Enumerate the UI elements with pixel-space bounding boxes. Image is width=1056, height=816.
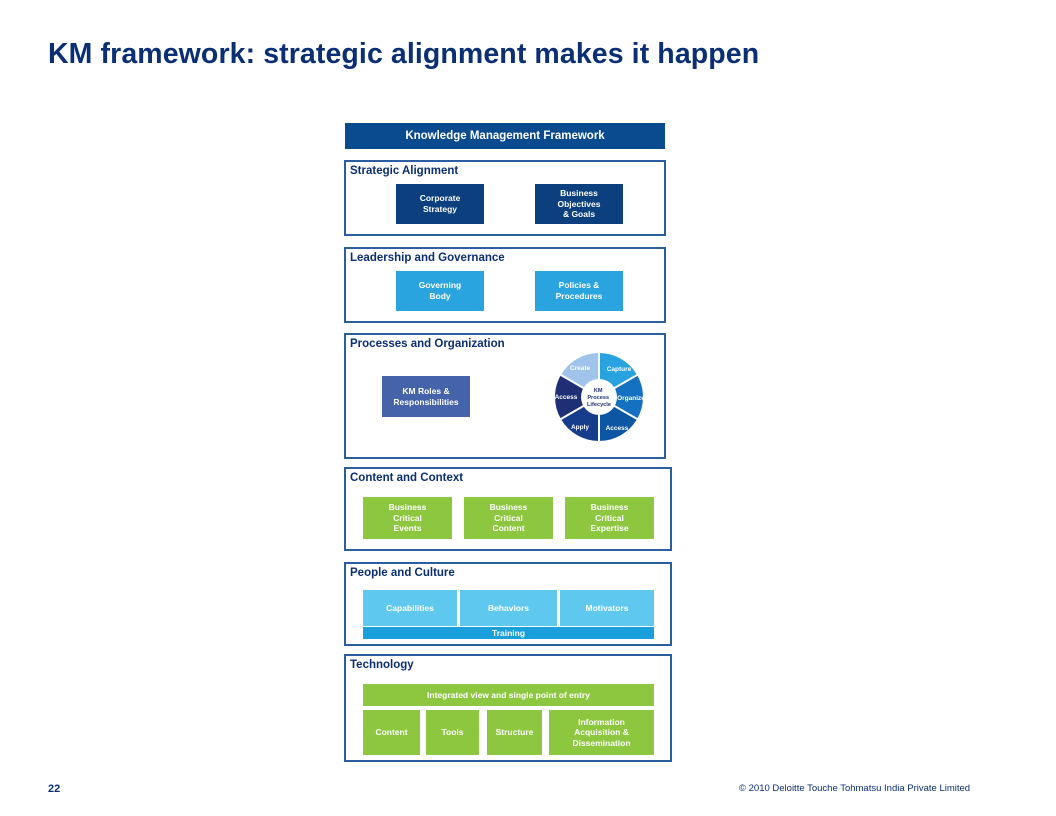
capabilities-box: Capabilities xyxy=(363,590,457,626)
content-context-section: Content and Context Business Critical Ev… xyxy=(344,467,672,551)
training-bar: Training xyxy=(363,627,654,639)
leadership-governance-section: Leadership and Governance Governing Body… xyxy=(344,247,666,323)
km-process-lifecycle-diagram: Create Capture Organize Access Apply Acc… xyxy=(555,353,645,441)
technology-title: Technology xyxy=(350,659,414,671)
critical-events-box: Business Critical Events xyxy=(363,497,452,539)
content-context-title: Content and Context xyxy=(350,472,464,484)
capture-segment xyxy=(599,353,638,390)
tech-tools-box: Tools xyxy=(426,710,479,755)
tech-structure-box: Structure xyxy=(487,710,542,755)
corporate-strategy-box: Corporate Strategy xyxy=(396,184,484,224)
copyright-notice: © 2010 Deloitte Touche Tohmatsu India Pr… xyxy=(739,783,971,794)
step-organize-label: Organize xyxy=(617,395,645,402)
business-objectives-box: Business Objectives & Goals xyxy=(535,184,623,224)
tech-content-box: Content xyxy=(363,710,420,755)
critical-content-box: Business Critical Content xyxy=(464,497,553,539)
page-number: 22 xyxy=(48,783,61,795)
motivators-box: Motivators xyxy=(560,590,654,626)
create-segment xyxy=(560,353,599,390)
strategic-alignment-section: Strategic Alignment Corporate Strategy B… xyxy=(344,160,666,236)
critical-expertise-box: Business Critical Expertise xyxy=(565,497,654,539)
people-culture-title: People and Culture xyxy=(350,567,455,579)
framework-header: Knowledge Management Framework xyxy=(345,123,665,149)
processes-organization-section: Processes and Organization KM Roles & Re… xyxy=(344,333,666,459)
step-access-right-label: Access xyxy=(606,425,629,432)
people-culture-section: People and Culture Capabilities Behavior… xyxy=(344,562,672,646)
slide-title: KM framework: strategic alignment makes … xyxy=(48,38,760,70)
strategic-alignment-title: Strategic Alignment xyxy=(350,165,459,177)
behaviors-box: Behaviors xyxy=(460,590,557,626)
tech-info-acquisition-box: Information Acquisition & Dissemination xyxy=(549,710,654,755)
technology-section: Technology Integrated view and single po… xyxy=(344,654,672,762)
step-create-label: Create xyxy=(570,365,591,372)
step-apply-label: Apply xyxy=(571,424,589,431)
lifecycle-center xyxy=(581,379,617,415)
integrated-view-bar: Integrated view and single point of entr… xyxy=(363,684,654,706)
processes-organization-title: Processes and Organization xyxy=(350,338,505,350)
policies-procedures-box: Policies & Procedures xyxy=(535,271,623,311)
step-access-left-label: Access xyxy=(555,394,578,401)
km-roles-box: KM Roles & Responsibilities xyxy=(382,376,470,417)
leadership-governance-title: Leadership and Governance xyxy=(350,252,505,264)
access-right-segment xyxy=(599,404,638,441)
governing-body-box: Governing Body xyxy=(396,271,484,311)
step-capture-label: Capture xyxy=(607,366,632,373)
lifecycle-center-label: KM Process Lifecycle xyxy=(587,388,611,408)
apply-segment xyxy=(560,404,599,441)
